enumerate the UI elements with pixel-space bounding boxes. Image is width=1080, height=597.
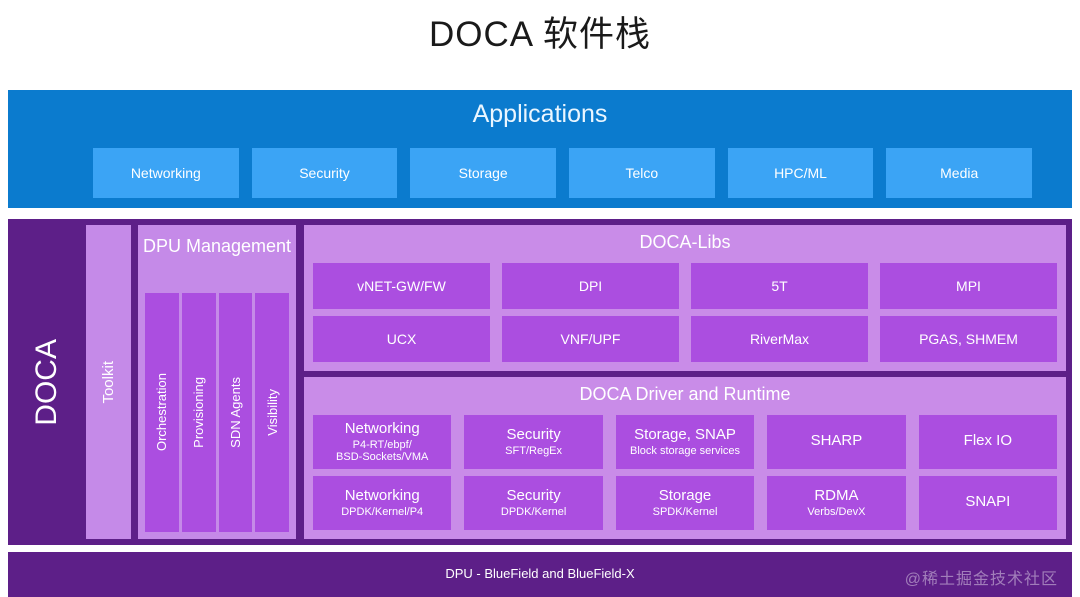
doca-driver-runtime-grid: Networking P4-RT/ebpf/BSD-Sockets/VMA Se… xyxy=(313,415,1058,530)
applications-heading: Applications xyxy=(472,100,608,128)
lib-box-rivermax[interactable]: RiverMax xyxy=(691,316,868,362)
driver-box-title: SNAPI xyxy=(965,493,1011,511)
driver-box-subtitle: Verbs/DevX xyxy=(807,505,866,518)
doca-layer-label-text: DOCA xyxy=(30,338,63,426)
lib-box-5t[interactable]: 5T xyxy=(691,263,868,309)
application-box-media[interactable]: Media xyxy=(886,148,1033,198)
doca-driver-runtime-title: DOCA Driver and Runtime xyxy=(579,384,791,404)
application-boxes: Networking Security Storage Telco HPC/ML… xyxy=(93,148,1033,198)
lib-box-ucx[interactable]: UCX xyxy=(313,316,490,362)
doca-layer: DOCA Toolkit DPU Management Orchestratio… xyxy=(8,219,1072,545)
driver-box-networking-dpdk[interactable]: Networking DPDK/Kernel/P4 xyxy=(313,476,452,530)
doca-libs-panel: DOCA-Libs vNET-GW/FW DPI 5T MPI UCX VNF/… xyxy=(304,225,1066,371)
dpu-management-columns: Orchestration Provisioning SDN Agents Vi… xyxy=(145,293,289,532)
toolkit-column[interactable]: Toolkit xyxy=(86,225,131,539)
driver-box-title: RDMA xyxy=(814,486,859,504)
application-box-networking[interactable]: Networking xyxy=(93,148,239,198)
driver-box-title: Flex IO xyxy=(963,432,1012,450)
driver-box-storage-snap[interactable]: Storage, SNAP Block storage services xyxy=(615,415,755,469)
driver-box-title: Networking xyxy=(344,486,420,504)
driver-box-rdma[interactable]: RDMA Verbs/DevX xyxy=(767,476,906,530)
dpu-column-provisioning-label: Provisioning xyxy=(191,377,207,448)
watermark-text: @稀土掘金技术社区 xyxy=(904,571,1058,588)
driver-box-subtitle: Block storage services xyxy=(629,444,741,457)
application-box-telco[interactable]: Telco xyxy=(569,148,715,198)
dpu-column-provisioning[interactable]: Provisioning xyxy=(181,293,216,532)
dpu-hardware-bar: DPU - BlueField and BlueField-X @稀土掘金技术社… xyxy=(8,552,1072,597)
driver-box-snapi[interactable]: SNAPI xyxy=(918,476,1058,530)
driver-box-networking-p4rt[interactable]: Networking P4-RT/ebpf/BSD-Sockets/VMA xyxy=(313,415,452,469)
driver-box-subtitle: P4-RT/ebpf/BSD-Sockets/VMA xyxy=(336,438,429,463)
dpu-column-sdn-agents-label: SDN Agents xyxy=(227,377,243,448)
dpu-column-visibility-label: Visibility xyxy=(264,389,280,436)
page-title: DOCA 软件栈 xyxy=(429,15,651,54)
toolkit-label: Toolkit xyxy=(100,360,117,404)
driver-row-1: Networking P4-RT/ebpf/BSD-Sockets/VMA Se… xyxy=(313,415,1058,469)
doca-libs-grid: vNET-GW/FW DPI 5T MPI UCX VNF/UPF RiverM… xyxy=(313,263,1057,362)
dpu-management-title: DPU Management xyxy=(142,236,292,256)
driver-box-security-dpdk[interactable]: Security DPDK/Kernel xyxy=(464,476,603,530)
driver-box-security-sft[interactable]: Security SFT/RegEx xyxy=(464,415,603,469)
driver-box-title: Security xyxy=(506,425,561,443)
driver-box-subtitle: DPDK/Kernel/P4 xyxy=(341,505,424,518)
dpu-hardware-label: DPU - BlueField and BlueField-X xyxy=(445,566,635,581)
doca-layer-label: DOCA xyxy=(16,225,78,539)
driver-box-storage-spdk[interactable]: Storage SPDK/Kernel xyxy=(615,476,755,530)
driver-row-2: Networking DPDK/Kernel/P4 Security DPDK/… xyxy=(313,476,1058,530)
lib-box-pgas-shmem[interactable]: PGAS, SHMEM xyxy=(880,316,1057,362)
driver-box-subtitle: DPDK/Kernel xyxy=(500,505,567,518)
lib-box-mpi[interactable]: MPI xyxy=(880,263,1057,309)
driver-box-title: Storage xyxy=(658,486,712,504)
driver-box-title: Storage, SNAP xyxy=(634,425,736,443)
lib-box-dpi[interactable]: DPI xyxy=(502,263,679,309)
applications-layer: Applications Networking Security Storage… xyxy=(8,90,1072,208)
driver-box-title: Security xyxy=(506,486,561,504)
doca-driver-runtime-panel: DOCA Driver and Runtime Networking P4-RT… xyxy=(304,377,1066,539)
application-box-storage[interactable]: Storage xyxy=(410,148,557,198)
dpu-column-sdn-agents[interactable]: SDN Agents xyxy=(218,293,253,532)
dpu-management-panel: DPU Management Orchestration Provisionin… xyxy=(138,225,296,539)
doca-libs-row-1: vNET-GW/FW DPI 5T MPI xyxy=(313,263,1057,309)
lib-box-vnf-upf[interactable]: VNF/UPF xyxy=(502,316,679,362)
driver-box-sharp[interactable]: SHARP xyxy=(767,415,906,469)
doca-libs-row-2: UCX VNF/UPF RiverMax PGAS, SHMEM xyxy=(313,316,1057,362)
dpu-column-visibility[interactable]: Visibility xyxy=(255,293,289,532)
driver-box-flex-io[interactable]: Flex IO xyxy=(918,415,1058,469)
driver-box-title: SHARP xyxy=(810,432,863,450)
dpu-column-orchestration[interactable]: Orchestration xyxy=(145,293,179,532)
dpu-column-orchestration-label: Orchestration xyxy=(154,373,170,452)
driver-box-subtitle: SPDK/Kernel xyxy=(652,505,718,518)
lib-box-vnet-gw-fw[interactable]: vNET-GW/FW xyxy=(313,263,490,309)
driver-box-title: Networking xyxy=(344,419,420,437)
application-box-hpc-ml[interactable]: HPC/ML xyxy=(727,148,874,198)
application-box-security[interactable]: Security xyxy=(251,148,398,198)
doca-libs-title: DOCA-Libs xyxy=(639,232,731,252)
driver-box-subtitle: SFT/RegEx xyxy=(505,444,563,457)
